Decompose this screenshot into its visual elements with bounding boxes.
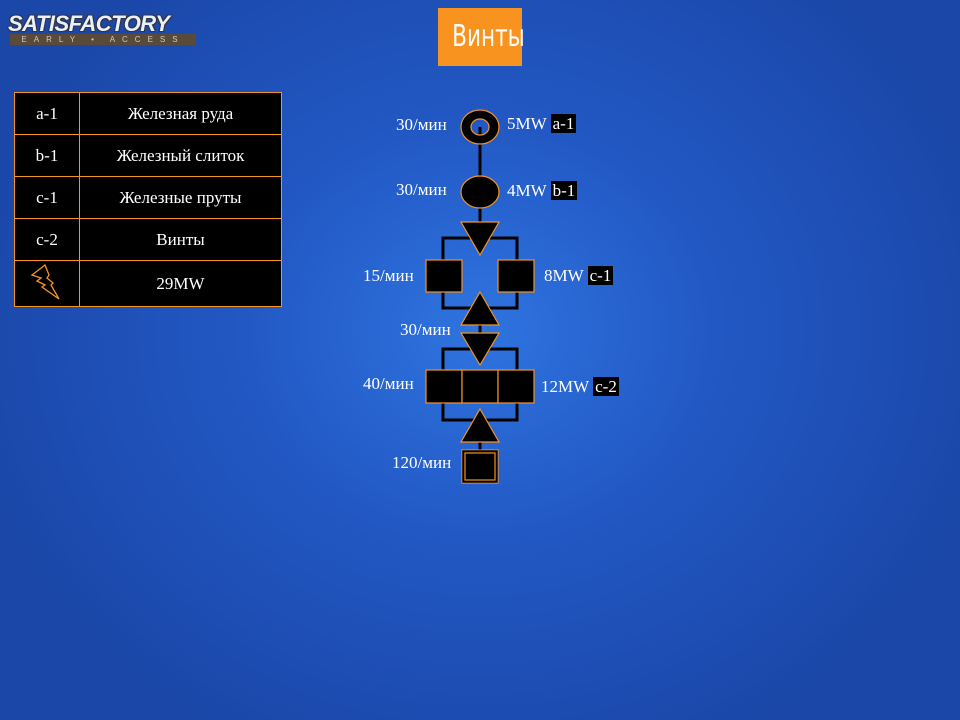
b1-rate: 30/мин — [396, 180, 447, 199]
a1-power: 5MW a-1 — [507, 114, 577, 133]
a1-tag: a-1 — [550, 114, 577, 133]
output-node — [461, 449, 499, 484]
node-c1-constructor — [425, 259, 463, 293]
logo-sub-text: EARLY • ACCESS — [10, 34, 196, 45]
logo-main-text: SATISFACTORY — [8, 11, 170, 36]
merger-triangle — [459, 407, 501, 443]
output-rate: 120/мин — [392, 453, 452, 472]
node-c2-constructor — [425, 369, 463, 404]
c2-rate: 40/мин — [363, 374, 414, 393]
c2-power: 12MW c-2 — [541, 377, 619, 396]
node-c1-constructor — [497, 259, 535, 293]
merger-triangle — [459, 290, 501, 326]
b1-power: 4MW b-1 — [507, 181, 578, 200]
node-a1-ring — [460, 109, 500, 145]
node-c2-constructor — [497, 369, 535, 404]
b1-tag: b-1 — [550, 181, 578, 200]
lightning-icon — [30, 263, 60, 300]
merge1-rate: 30/мин — [400, 320, 451, 339]
splitter-triangle — [459, 221, 501, 257]
node-c2-constructor — [461, 369, 499, 404]
node-b1-smelter — [460, 175, 500, 209]
satisfactory-logo: SATISFACTORY EARLY • ACCESS — [8, 12, 200, 46]
c1-tag: c-1 — [587, 266, 614, 285]
c2-tag: c-2 — [593, 377, 619, 396]
splitter-triangle — [459, 332, 501, 367]
page-title: Винты — [438, 8, 525, 66]
legend-row: 29MW — [14, 260, 282, 307]
c1-power: 8MW c-1 — [544, 266, 614, 285]
c1-rate: 15/мин — [363, 266, 414, 285]
a1-rate: 30/мин — [396, 115, 447, 134]
output-node-inner — [464, 452, 496, 481]
